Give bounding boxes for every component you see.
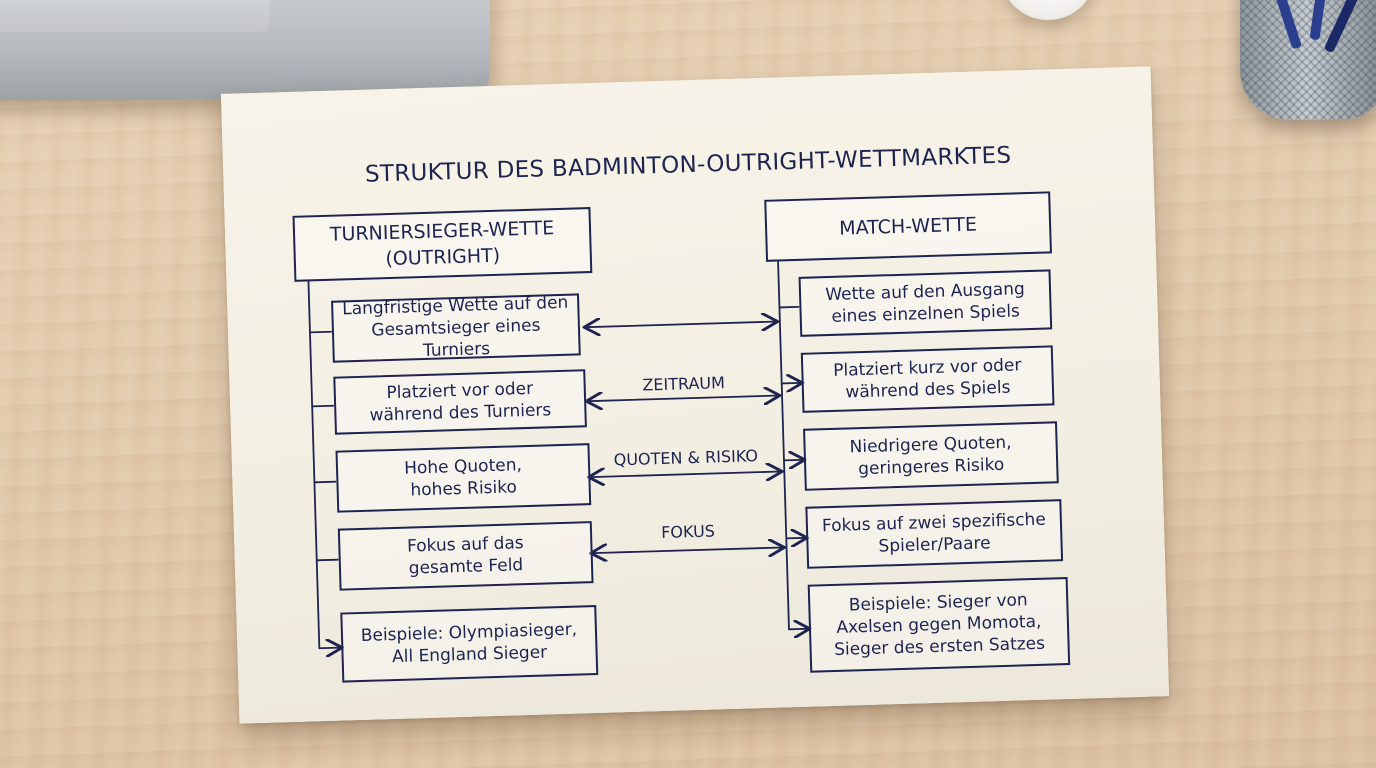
right-item-text: Wette auf den Ausgang eines einzelnen Sp… bbox=[825, 278, 1026, 328]
connector-line bbox=[308, 281, 319, 648]
right-header-box: MATCH-WETTE bbox=[764, 191, 1052, 261]
right-item-box: Wette auf den Ausgang eines einzelnen Sp… bbox=[799, 269, 1053, 336]
pen bbox=[1309, 0, 1330, 40]
left-header-box: TURNIERSIEGER-WETTE (OUTRIGHT) bbox=[293, 207, 593, 282]
connector-line bbox=[590, 472, 780, 478]
pen bbox=[1268, 0, 1302, 50]
comparison-arrows bbox=[586, 322, 783, 554]
right-header-text: MATCH-WETTE bbox=[839, 212, 977, 242]
coffee-mug bbox=[1000, 0, 1096, 20]
connector-line bbox=[586, 322, 776, 328]
right-item-text: Beispiele: Sieger von Axelsen gegen Momo… bbox=[833, 589, 1046, 661]
laptop-keyboard-area bbox=[0, 0, 270, 32]
connector-line bbox=[314, 482, 335, 483]
left-item-text: Platziert vor oder während des Turniers bbox=[369, 377, 552, 426]
right-item-box: Platziert kurz vor oder während des Spie… bbox=[801, 345, 1055, 412]
connector-line bbox=[779, 307, 798, 308]
left-item-text: Fokus auf das gesamte Feld bbox=[407, 532, 525, 579]
pen bbox=[1324, 0, 1367, 53]
pen-holder bbox=[1240, 0, 1376, 120]
connector-line bbox=[593, 547, 783, 553]
left-item-box: Hohe Quoten, hohes Risiko bbox=[335, 443, 591, 513]
connector-line bbox=[310, 332, 331, 333]
left-item-box: Fokus auf das gesamte Feld bbox=[338, 521, 594, 591]
left-item-text: Beispiele: Olympiasieger, All England Si… bbox=[361, 619, 579, 669]
connector-line bbox=[588, 396, 778, 402]
left-item-text: Hohe Quoten, hohes Risiko bbox=[404, 454, 523, 501]
connector-line bbox=[782, 383, 801, 384]
right-item-box: Beispiele: Sieger von Axelsen gegen Momo… bbox=[808, 577, 1070, 673]
connector-line bbox=[312, 406, 333, 407]
right-item-box: Fokus auf zwei spezifische Spieler/Paare bbox=[805, 499, 1063, 569]
connector-line bbox=[317, 560, 338, 561]
laptop bbox=[0, 0, 490, 100]
diagram-paper: STRUKTUR DES BADMINTON-OUTRIGHT-WETTMARK… bbox=[221, 66, 1169, 723]
connector-line bbox=[786, 538, 805, 539]
right-item-text: Niedrigere Quoten, geringeres Risiko bbox=[849, 432, 1012, 481]
left-item-box: Langfristige Wette auf den Gesamtsieger … bbox=[331, 293, 581, 362]
right-item-box: Niedrigere Quoten, geringeres Risiko bbox=[803, 421, 1059, 491]
connector-line bbox=[789, 629, 808, 630]
left-item-text: Langfristige Wette auf den Gesamtsieger … bbox=[339, 292, 573, 365]
left-item-box: Beispiele: Olympiasieger, All England Si… bbox=[340, 605, 598, 683]
right-item-text: Fokus auf zwei spezifische Spieler/Paare bbox=[822, 509, 1047, 560]
right-item-text: Platziert kurz vor oder während des Spie… bbox=[833, 354, 1022, 404]
connector-line bbox=[319, 648, 340, 649]
connector-line bbox=[784, 460, 803, 461]
left-header-text: TURNIERSIEGER-WETTE (OUTRIGHT) bbox=[330, 215, 556, 274]
left-item-box: Platziert vor oder während des Turniers bbox=[333, 369, 587, 434]
